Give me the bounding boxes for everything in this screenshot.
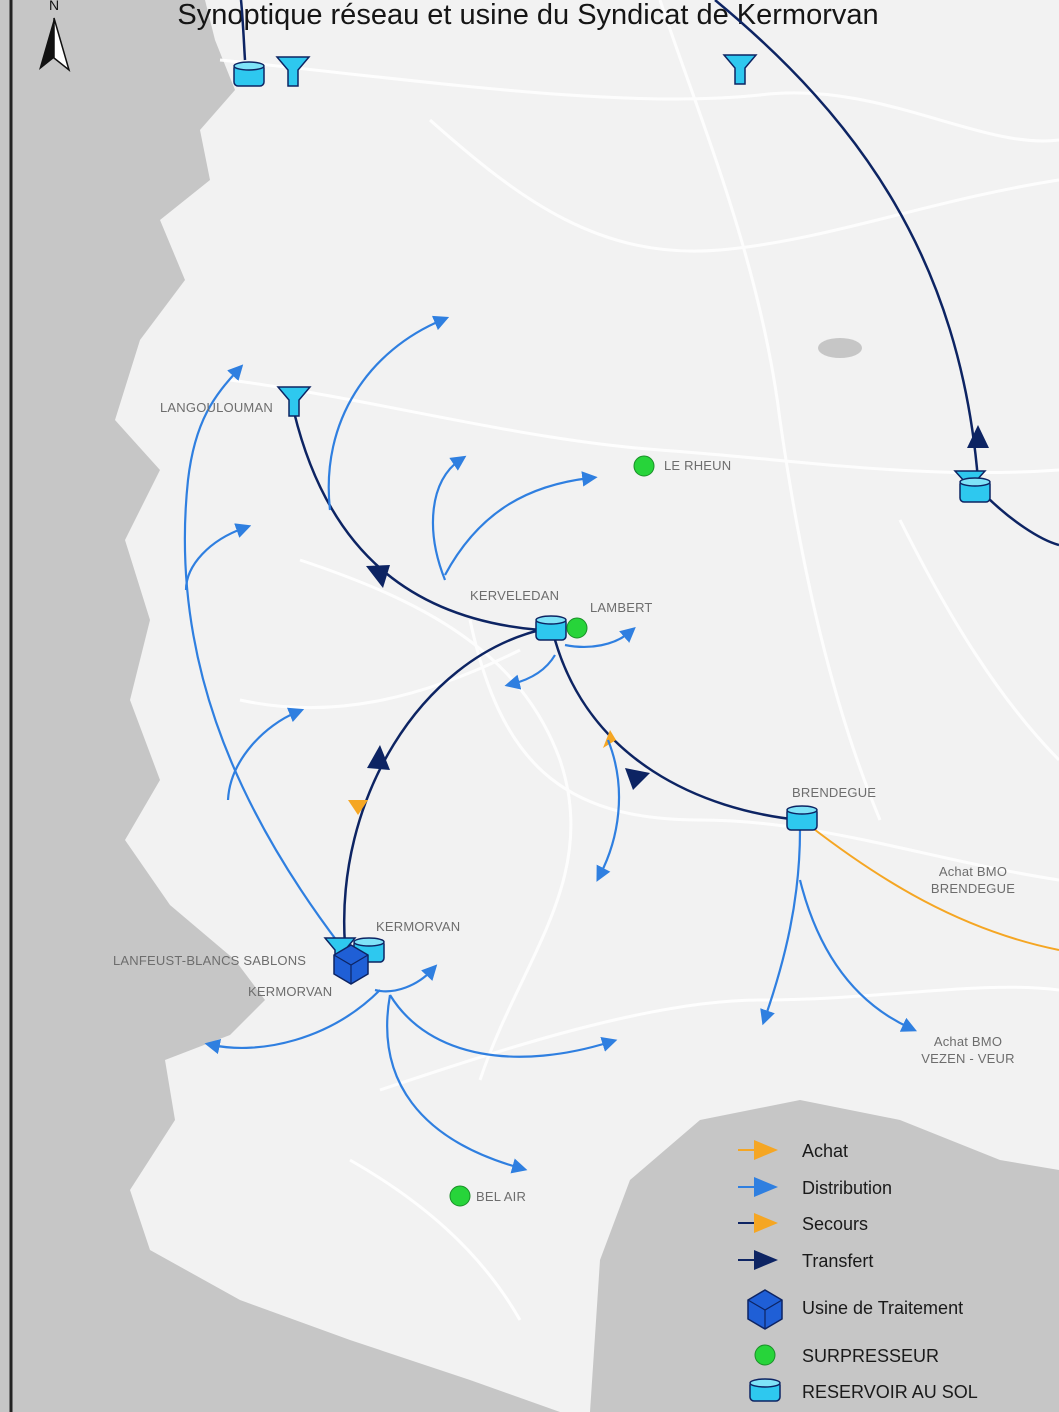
dist-kermorvan-south	[386, 994, 528, 1174]
label-brendegue: BRENDEGUE	[792, 785, 876, 800]
svg-text:Usine de Traitement: Usine de Traitement	[802, 1298, 963, 1318]
transfert-arrows	[366, 425, 989, 790]
reservoir-icon	[959, 477, 991, 503]
surpresseur-legend-icon	[754, 1344, 776, 1366]
dist-coast-west	[184, 523, 252, 591]
funnel-icons	[275, 54, 987, 967]
label-achat-bmo-brendegue: Achat BMO	[939, 864, 1007, 879]
transfert-line-kermorvan-kerveledan	[342, 628, 541, 946]
dist-north-loop	[327, 315, 450, 511]
legend-item-surpresseur: SURPRESSEUR	[754, 1344, 939, 1366]
distribution-lines	[183, 315, 917, 1174]
transfert-arrow-langoulouman	[366, 565, 390, 588]
label-bel-air: BEL AIR	[476, 1189, 526, 1204]
surpresseur-icon	[449, 1185, 471, 1207]
dist-kermorvan-west	[204, 989, 381, 1055]
label-achat-bmo-vezen: Achat BMO	[934, 1034, 1002, 1049]
svg-text:RESERVOIR AU SOL: RESERVOIR AU SOL	[802, 1382, 978, 1402]
dist-kerveledan-northeast	[444, 471, 598, 576]
reservoir-icon	[233, 61, 265, 87]
svg-text:Achat: Achat	[802, 1141, 848, 1161]
southern-bay	[590, 1100, 1059, 1412]
transfert-line-east-out	[984, 494, 1059, 547]
secours-arrow-1	[348, 800, 368, 815]
legend: Achat Distribution Secours Transfert Usi…	[738, 1140, 978, 1402]
dist-kerveledan-north	[431, 455, 467, 581]
north-label: N	[49, 0, 59, 13]
roads	[219, 0, 1059, 1321]
transfert-line-kerveledan-brendegue	[553, 639, 801, 822]
transfert-line-top	[239, 0, 247, 61]
dist-brendegue-sw	[760, 829, 802, 1026]
dist-kermorvan-east	[389, 994, 618, 1058]
dist-lambert-east	[564, 626, 636, 648]
dist-coast-mid	[226, 707, 305, 801]
label-achat-bmo-vezen-2: VEZEN - VEUR	[921, 1051, 1014, 1066]
label-lambert: LAMBERT	[590, 600, 653, 615]
dist-lambert-west	[504, 654, 556, 690]
surpresseur-icon	[633, 455, 655, 477]
label-langoulouman: LANGOULOUMAN	[160, 400, 273, 415]
dist-kermorvan-northeast	[374, 964, 438, 993]
legend-item-transfert: Transfert	[738, 1250, 873, 1271]
reservoir-icon	[786, 805, 818, 831]
reservoir-icon	[535, 615, 567, 641]
funnel-icon	[275, 56, 311, 87]
legend-item-reservoir: RESERVOIR AU SOL	[749, 1378, 978, 1402]
lake	[818, 338, 862, 358]
legend-item-distribution: Distribution	[738, 1177, 892, 1198]
label-kermorvan-bottom: KERMORVAN	[248, 984, 332, 999]
transfert-arrow-kermorvan	[367, 745, 390, 770]
svg-text:Transfert: Transfert	[802, 1251, 873, 1271]
transfert-line-east	[714, 0, 980, 481]
label-achat-bmo-brendegue-2: BRENDEGUE	[931, 881, 1015, 896]
svg-text:Secours: Secours	[802, 1214, 868, 1234]
reservoir-icons	[233, 61, 991, 963]
legend-item-usine: Usine de Traitement	[747, 1289, 963, 1330]
dist-south-center	[596, 739, 621, 882]
legend-item-achat: Achat	[738, 1140, 848, 1161]
funnel-icon	[722, 54, 758, 85]
transfert-arrow-east	[967, 425, 989, 448]
label-lanfeust-blancs-sablons: LANFEUST-BLANCS SABLONS	[113, 953, 306, 968]
svg-text:Distribution: Distribution	[802, 1178, 892, 1198]
label-le-rheun: LE RHEUN	[664, 458, 731, 473]
secours-arrow-2	[603, 730, 616, 748]
north-arrow: N	[39, 0, 71, 73]
achat-line-brendegue	[809, 825, 1059, 951]
dist-brendegue-se	[798, 879, 917, 1032]
funnel-icon	[276, 386, 312, 417]
surpresseur-icons	[449, 455, 655, 1207]
place-labels: LANGOULOUMAN LE RHEUN KERVELEDAN LAMBERT…	[113, 400, 1015, 1204]
treatment-plant-icon	[333, 944, 369, 985]
surpresseur-icon	[566, 617, 588, 639]
dist-kermorvan-north	[183, 364, 341, 946]
svg-text:SURPRESSEUR: SURPRESSEUR	[802, 1346, 939, 1366]
north-arrow-icon	[39, 18, 54, 70]
label-kerveledan: KERVELEDAN	[470, 588, 559, 603]
label-kermorvan-top: KERMORVAN	[376, 919, 460, 934]
legend-item-secours: Secours	[738, 1213, 868, 1234]
transfert-arrow-brendegue	[625, 768, 650, 790]
map-title: Synoptique réseau et usine du Syndicat d…	[177, 0, 878, 31]
